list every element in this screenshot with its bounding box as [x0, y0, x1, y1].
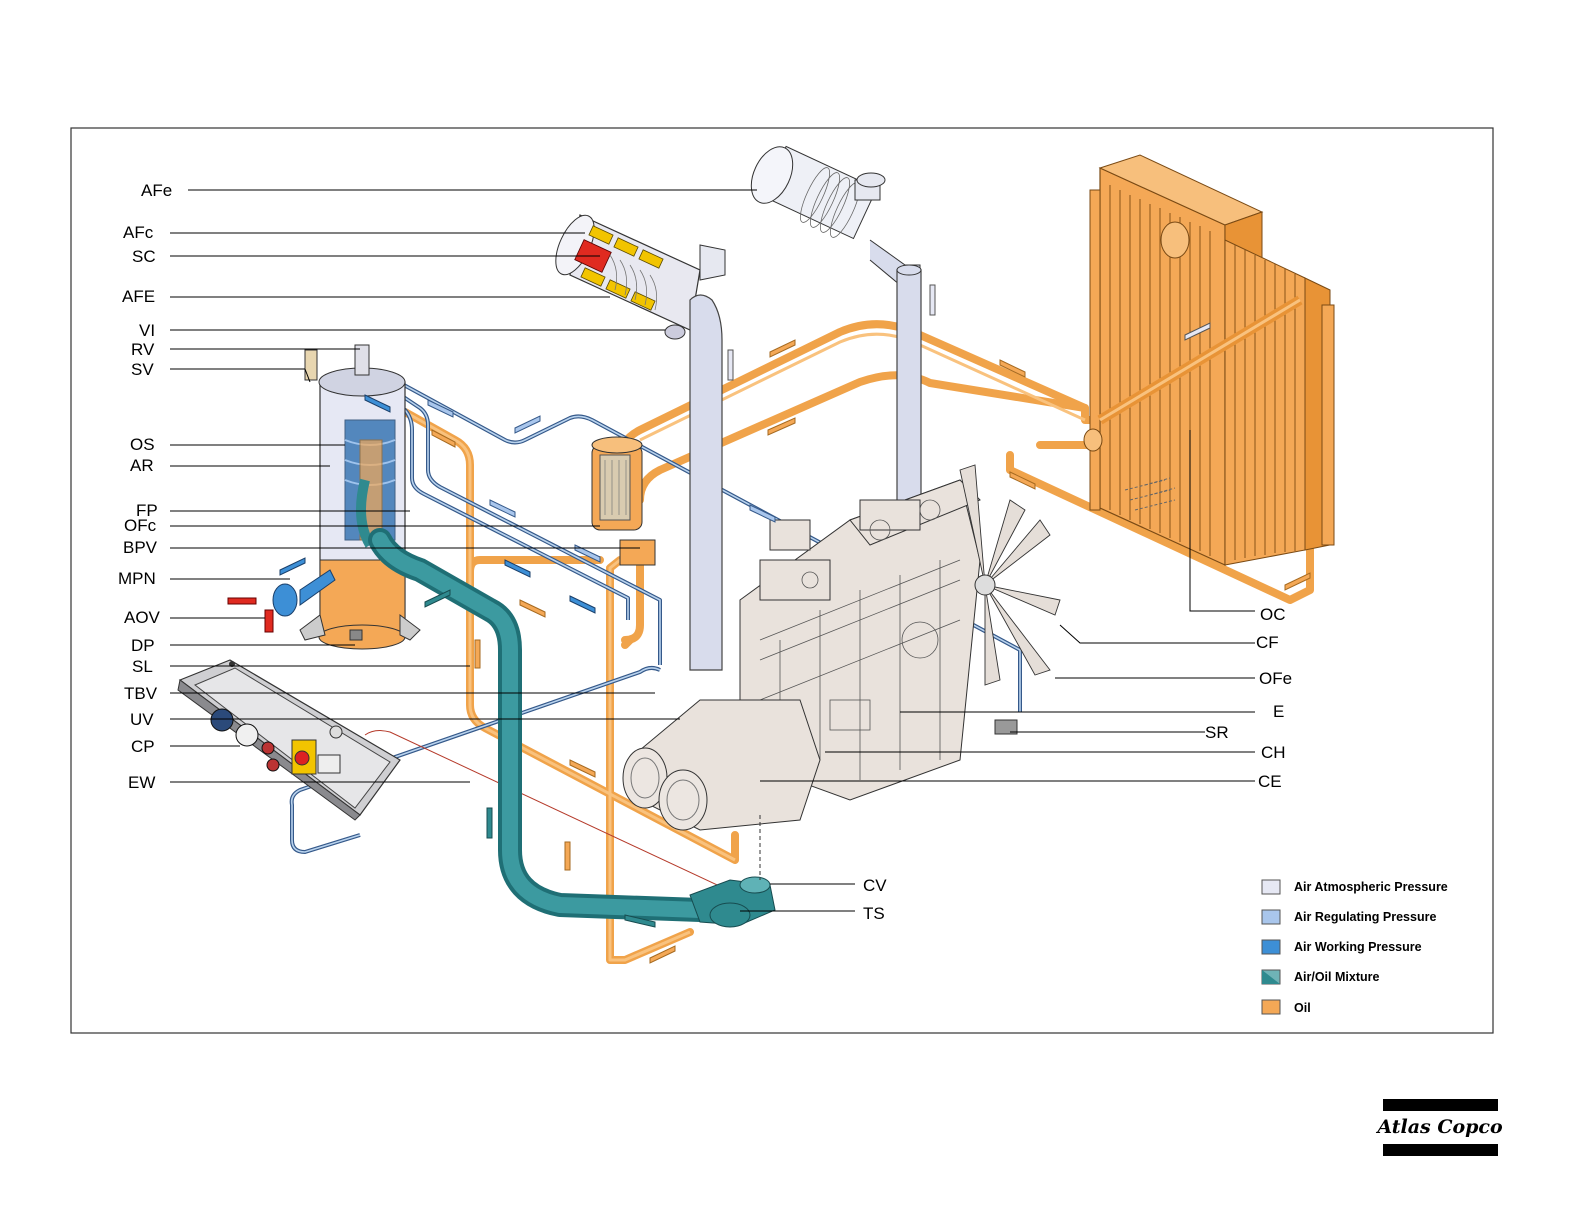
label-CH: CH [1261, 743, 1286, 762]
label-AFc: AFc [123, 223, 154, 242]
label-MPN: MPN [118, 569, 156, 588]
legend-label: Air/Oil Mixture [1294, 970, 1379, 984]
legend-label: Air Atmospheric Pressure [1294, 880, 1448, 894]
label-EW: EW [128, 773, 155, 792]
compressor-oil-filter [592, 437, 655, 565]
legend-label: Air Working Pressure [1294, 940, 1422, 954]
label-SL: SL [132, 657, 153, 676]
label-VI: VI [139, 321, 155, 340]
atlas-copco-logo: Atlas Copco [1375, 1099, 1503, 1156]
compressor-intake-pipe [690, 295, 722, 670]
label-OC: OC [1260, 605, 1286, 624]
legend-swatch-working [1262, 940, 1280, 954]
label-TS: TS [863, 904, 885, 923]
label-AR: AR [130, 456, 154, 475]
legend-swatch-atmospheric [1262, 880, 1280, 894]
label-OFc: OFc [124, 516, 157, 535]
label-DP: DP [131, 636, 155, 655]
label-SR: SR [1205, 723, 1229, 742]
label-OS: OS [130, 435, 155, 454]
air-receiver [228, 345, 420, 649]
label-SV: SV [131, 360, 154, 379]
label-BPV: BPV [123, 538, 158, 557]
control-panel [178, 660, 400, 820]
legend-label: Air Regulating Pressure [1294, 910, 1436, 924]
label-E: E [1273, 702, 1284, 721]
legend-label: Oil [1294, 1001, 1311, 1015]
label-OFe: OFe [1259, 669, 1292, 688]
legend-swatch-regulating [1262, 910, 1280, 924]
label-AFE: AFE [122, 287, 155, 306]
label-AFe: AFe [141, 181, 172, 200]
label-UV: UV [130, 710, 154, 729]
label-RV: RV [131, 340, 155, 359]
svg-text:Atlas Copco: Atlas Copco [1375, 1116, 1503, 1138]
label-CV: CV [863, 876, 887, 895]
label-CF: CF [1256, 633, 1279, 652]
label-CE: CE [1258, 772, 1282, 791]
labels-left: AFe AFc SC AFE VI RV SV OS AR FP OFc BPV… [118, 181, 172, 792]
legend-swatch-mixture [1262, 970, 1280, 984]
label-CP: CP [131, 737, 155, 756]
engine-block [623, 465, 1060, 830]
label-AOV: AOV [124, 608, 161, 627]
oil-cooler [1084, 155, 1334, 565]
legend: Air Atmospheric Pressure Air Regulating … [1262, 880, 1448, 1015]
legend-swatch-oil [1262, 1000, 1280, 1014]
label-TBV: TBV [124, 684, 158, 703]
engine-air-filter [743, 140, 920, 285]
label-SC: SC [132, 247, 156, 266]
